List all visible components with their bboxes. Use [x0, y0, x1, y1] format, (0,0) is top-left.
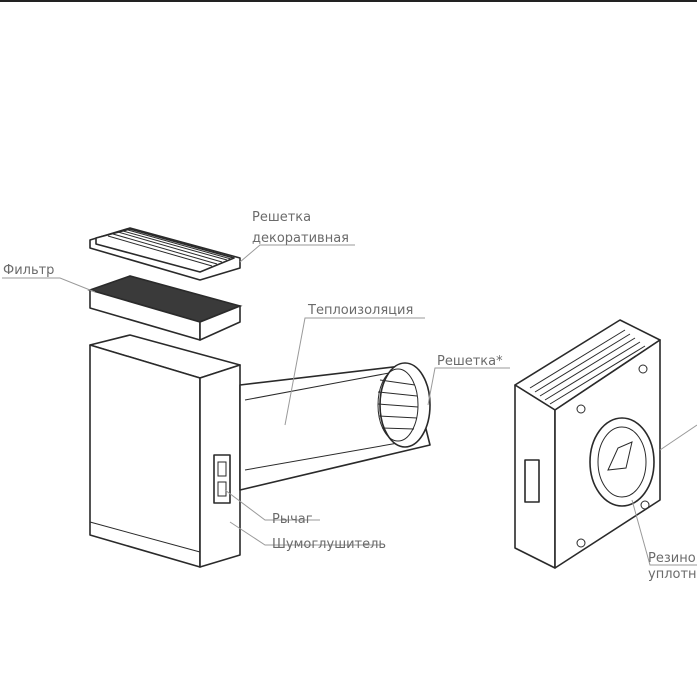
decorative-grille	[89, 227, 241, 281]
filter	[87, 275, 243, 341]
rubber-seal-flange	[589, 417, 655, 507]
label-rubber-seal-1: Резино	[648, 551, 696, 566]
duct-grille	[379, 362, 431, 448]
label-silencer: Шумоглушитель	[272, 537, 386, 552]
label-filter: Фильтр	[3, 263, 54, 278]
label-grille-decorative-1: Решетка	[252, 210, 311, 225]
label-lever: Рычаг	[272, 512, 313, 527]
label-rubber-seal-2: уплотн	[648, 567, 697, 582]
assembled-unit	[514, 319, 661, 569]
insulated-duct	[239, 362, 431, 491]
silencer-box	[89, 334, 241, 568]
label-grille: Решетка*	[437, 354, 503, 369]
label-insulation: Теплоизоляция	[307, 303, 413, 318]
leader-lines	[2, 244, 697, 566]
label-grille-decorative-2: декоративная	[252, 231, 349, 246]
